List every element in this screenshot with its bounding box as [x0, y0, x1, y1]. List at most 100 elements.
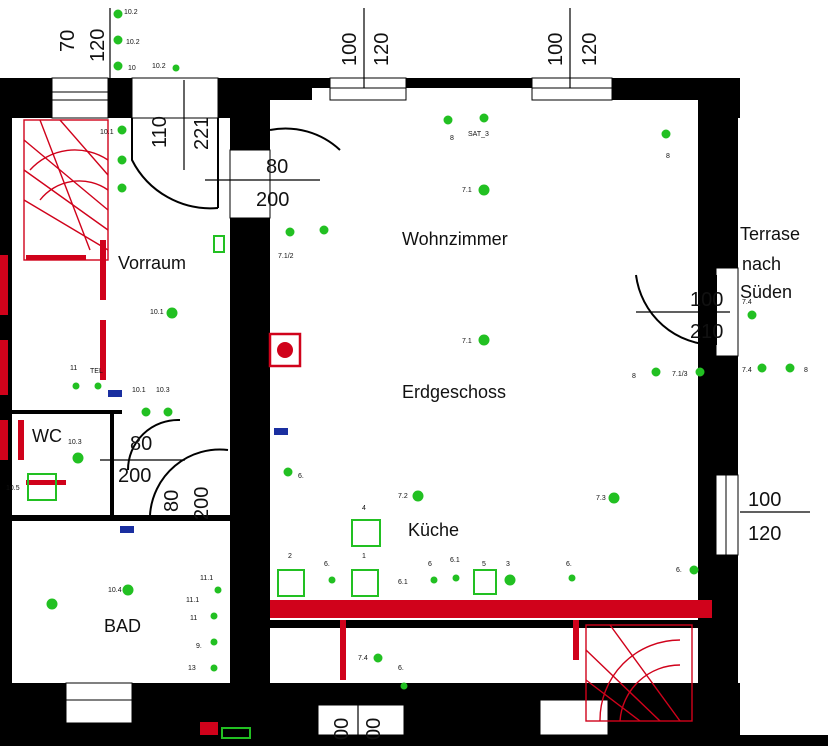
lbl-8c: 8 [632, 373, 636, 380]
lbl-7-4c: 7.4 [358, 655, 368, 662]
label-terrasse-3: Süden [740, 282, 792, 302]
lbl-11b: 11 [190, 615, 197, 622]
switch-icon [214, 586, 222, 594]
lbl-10-3b: 10.3 [68, 439, 82, 446]
light-icon [122, 584, 134, 596]
dim-door-entry-b: 221 [191, 117, 213, 150]
lbl-sat: SAT_3 [468, 131, 489, 138]
lbl-10-2c: 10.2 [152, 63, 166, 70]
lbl-13: 13 [188, 665, 196, 672]
lbl-tel: TEL [90, 368, 103, 375]
lbl-7-4a: 7.4 [742, 299, 752, 306]
electrical-symbols [46, 9, 795, 690]
fridge-icon [277, 569, 305, 597]
room-wc: WC [32, 426, 62, 446]
socket-icon [210, 612, 218, 620]
lbl-10-1a: 10.1 [100, 129, 114, 136]
switch-icon [210, 664, 218, 672]
lbl-7-2: 7.2 [398, 493, 408, 500]
lbl-10-1b: 10.1 [150, 309, 164, 316]
lbl-7-3: 7.3 [596, 495, 606, 502]
socket-icon [430, 576, 438, 584]
network-icon [274, 428, 288, 435]
dim-top-mid-b: 120 [371, 33, 393, 66]
lbl-10-5: 10.5 [6, 485, 20, 492]
socket-icon [568, 574, 576, 582]
switch-icon [757, 363, 767, 373]
socket-icon [651, 367, 661, 377]
red-dashed-wall [0, 240, 106, 485]
dim-door-living-top: 80 [266, 156, 288, 178]
light-icon [117, 125, 127, 135]
lbl-7-1a: 7.1 [462, 187, 472, 194]
dim-door-entry-a: 110 [149, 116, 171, 148]
light-icon [608, 492, 620, 504]
lbl-10-1c: 10.1 [132, 387, 146, 394]
washer-icon [27, 473, 57, 501]
lbl-10-3a: 10.3 [156, 387, 170, 394]
heater-icon [221, 727, 251, 739]
socket-icon [443, 115, 453, 125]
switch-icon [117, 183, 127, 193]
socket-icon [72, 382, 80, 390]
room-bad: BAD [104, 616, 141, 636]
lbl-8a: 8 [450, 135, 454, 142]
lbl-11-1a: 11.1 [200, 575, 213, 582]
socket-icon [689, 565, 699, 575]
lbl-8b: 8 [666, 153, 670, 160]
dimension-lines [100, 8, 810, 735]
dim-top-left-a: 70 [57, 30, 79, 52]
room-kueche: Küche [408, 520, 459, 540]
switch-icon [172, 64, 180, 72]
lbl-8d: 8 [804, 367, 808, 374]
lbl-7-1-3: 7.1/3 [672, 371, 688, 378]
socket-icon [94, 382, 102, 390]
lbl-10-2b: 10.2 [126, 39, 140, 46]
light-icon [166, 307, 178, 319]
dim-door-terrace-bottom: 210 [690, 321, 723, 343]
kitchen-counter [200, 600, 712, 735]
dim-top-right-b: 120 [579, 33, 601, 66]
lbl-10-4: 10.4 [108, 587, 122, 594]
lbl-6c: 6. [324, 561, 330, 568]
fan-icon [504, 574, 516, 586]
switch-icon [285, 227, 295, 237]
lbl-4: 4 [362, 505, 366, 512]
lbl-6f: 6. [398, 665, 404, 672]
dishwasher-icon [473, 569, 497, 595]
lbl-3: 3 [506, 561, 510, 568]
network-icon [108, 390, 122, 397]
windows [51, 77, 739, 736]
dim-window-right-bottom: 120 [748, 523, 781, 545]
socket-icon [328, 576, 336, 584]
lbl-11-1b: 11.1 [186, 597, 199, 604]
socket-icon [319, 225, 329, 235]
fuse-box-icon [268, 332, 302, 368]
lbl-6e: 6. [566, 561, 572, 568]
room-wohnzimmer: Wohnzimmer [402, 229, 508, 249]
light-icon [72, 452, 84, 464]
lbl-10-2a: 10.2 [124, 9, 138, 16]
lbl-7-4b: 7.4 [742, 367, 752, 374]
switch-icon [141, 407, 151, 417]
lbl-5: 5 [482, 561, 486, 568]
lbl-6-1a: 6.1 [398, 579, 408, 586]
dim-top-right-a: 100 [545, 33, 567, 66]
stove-icon [351, 569, 379, 597]
lbl-6b: 6. [676, 567, 682, 574]
lbl-2: 2 [288, 553, 292, 560]
panel-icon [213, 235, 225, 253]
lbl-11a: 11 [70, 365, 77, 372]
light-icon [478, 334, 490, 346]
socket-icon [785, 363, 795, 373]
dim-top-mid-a: 100 [339, 33, 361, 66]
room-erdgeschoss: Erdgeschoss [402, 382, 506, 402]
lbl-6a: 6. [298, 473, 304, 480]
dim-top-left-b: 120 [87, 29, 109, 62]
dim-door-living-bottom: 200 [256, 189, 289, 211]
lbl-10: 10 [128, 65, 136, 72]
door-swings [127, 118, 717, 516]
hood-icon [351, 519, 381, 547]
dim-door-wc-bottom: 200 [118, 465, 151, 487]
